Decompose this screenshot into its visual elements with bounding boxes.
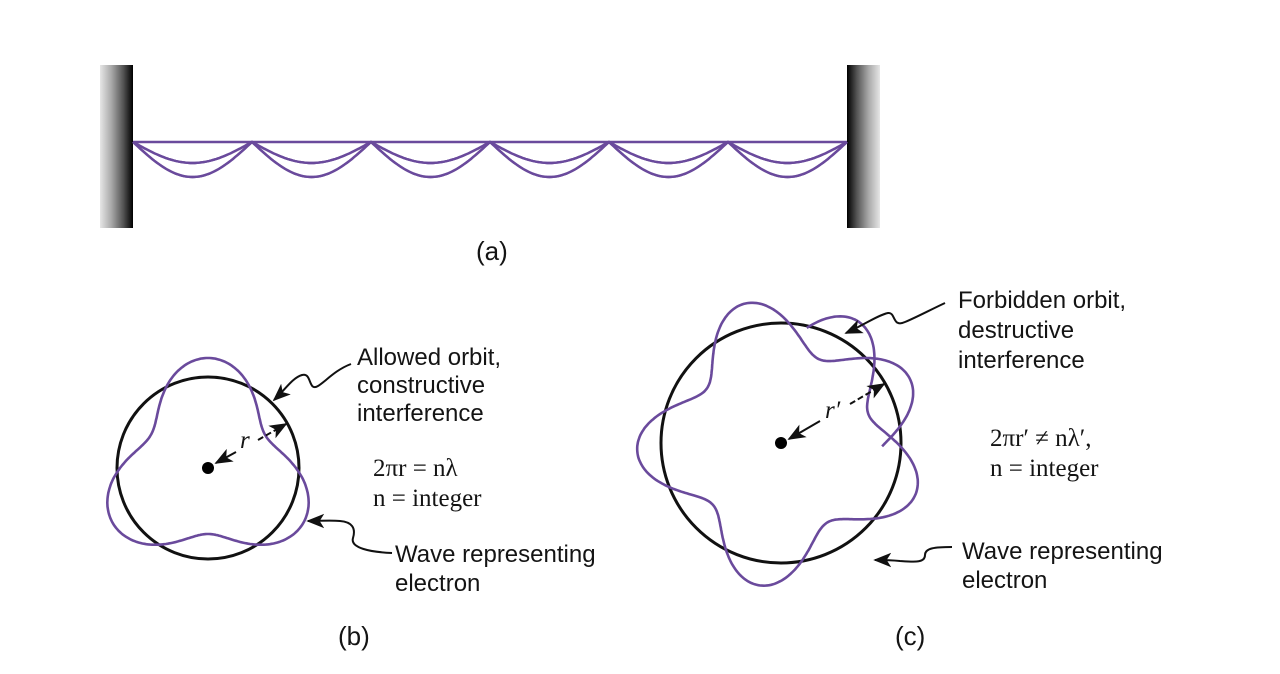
callout-arrow-orbit: [272, 363, 352, 402]
nucleus-dot: [775, 437, 787, 449]
c-equation-2: n = integer: [990, 455, 1099, 482]
b-equation-1: 2πr = nλ: [373, 455, 458, 482]
callout-arrow-orbit: [844, 302, 946, 334]
electron-wave-allowed: [105, 356, 311, 546]
c-callout-line-2: destructive: [958, 317, 1075, 344]
c-equation-1: 2πr′ ≠ nλ′,: [990, 425, 1092, 452]
c-wave-callout-line-2: electron: [962, 567, 1048, 594]
callout-arrow-wave: [306, 513, 393, 554]
b-callout-line-2: constructive: [357, 372, 486, 399]
b-callout-line-1: Allowed orbit,: [357, 344, 502, 371]
panel-b: [105, 356, 393, 561]
c-wave-callout-line-1: Wave representing: [962, 538, 1163, 565]
radius-arrow-outer: [257, 423, 288, 441]
panel-a-label: (a): [476, 236, 508, 266]
b-wave-callout-line-2: electron: [395, 570, 481, 597]
left-wall: [100, 65, 133, 228]
panel-a: [100, 65, 880, 228]
radius-arrow-inner: [787, 420, 821, 440]
callout-arrow-wave: [873, 546, 953, 568]
forbidden-orbit-circle: [659, 321, 903, 565]
panel-c: [635, 301, 953, 588]
standing-wave: [132, 140, 848, 179]
panel-b-label: (b): [338, 621, 370, 651]
b-callout-line-3: interference: [357, 400, 484, 427]
b-radius-label: r: [240, 427, 250, 454]
radius-arrow-inner: [214, 448, 237, 464]
allowed-orbit-circle: [115, 375, 301, 561]
b-equation-2: n = integer: [373, 485, 482, 512]
panel-c-label: (c): [895, 621, 926, 651]
nucleus-dot: [202, 462, 214, 474]
string-mode-curve: [132, 140, 848, 179]
radius-arrow-outer: [849, 383, 886, 405]
b-wave-callout-line-1: Wave representing: [395, 541, 596, 568]
electron-wave-forbidden: [635, 301, 920, 588]
c-callout-line-3: interference: [958, 347, 1085, 374]
c-radius-label: r′: [825, 397, 841, 424]
c-callout-line-1: Forbidden orbit,: [958, 287, 1127, 314]
right-wall: [847, 65, 880, 228]
